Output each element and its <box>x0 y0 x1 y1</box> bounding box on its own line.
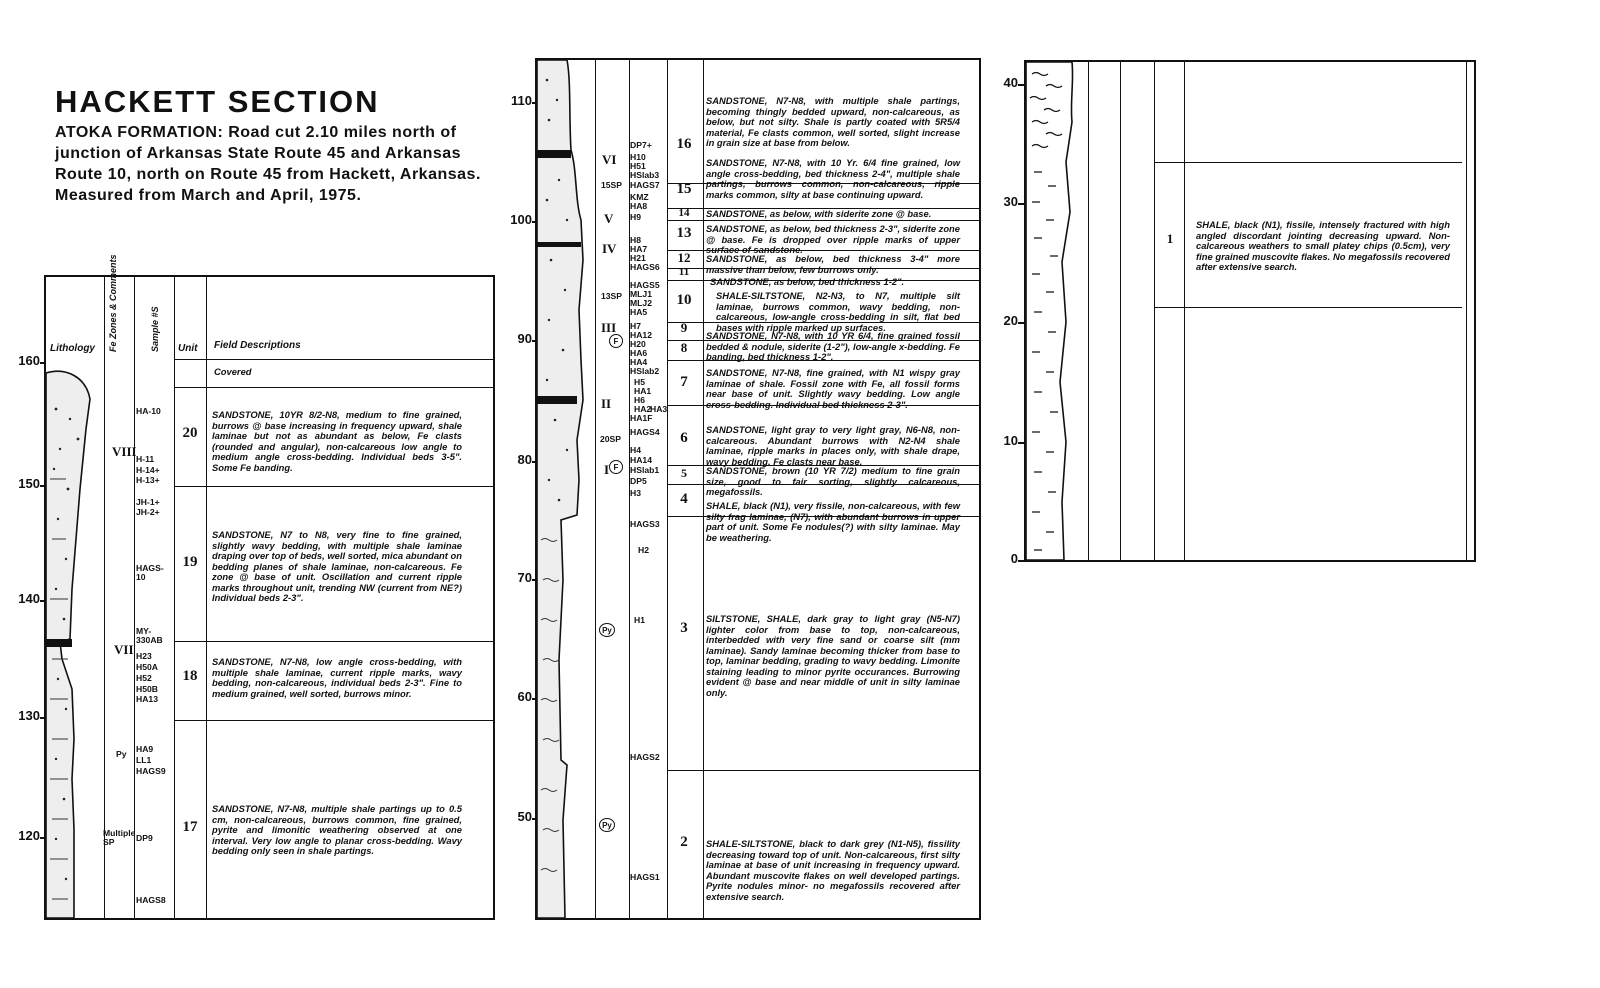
axis-label: 10 <box>1003 433 1018 448</box>
unit-number: 19 <box>182 554 198 570</box>
axis-label: 80 <box>517 452 532 467</box>
unit-description: SANDSTONE, N7 to N8, very fine to fine g… <box>212 529 462 603</box>
axis-label: 30 <box>1003 194 1018 209</box>
unit-number: 20 <box>182 425 198 441</box>
fossil-marker: F <box>609 460 623 474</box>
fe-zone-label: VIII <box>112 444 137 459</box>
unit-number: 18 <box>182 668 198 684</box>
axis-label: 90 <box>517 331 532 346</box>
axis-label: 150 <box>18 476 40 491</box>
axis-label: 20 <box>1003 313 1018 328</box>
axis-label: 120 <box>18 828 40 843</box>
header-unit: Unit <box>178 343 198 354</box>
comment-label: Multiple SP <box>103 828 136 847</box>
header-fe-zones: Fe Zones & Comments <box>108 254 118 352</box>
column-frame-3 <box>1024 60 1476 562</box>
axis-label: 50 <box>517 809 532 824</box>
axis-label: 100 <box>510 212 532 227</box>
fossil-marker: F <box>609 334 623 348</box>
axis-label: 0 <box>1010 551 1018 566</box>
section-title: HACKETT SECTION <box>55 84 380 119</box>
panel-2: 110 100 90 80 70 60 50 <box>500 0 990 988</box>
sp-mark: 20SP <box>600 434 622 444</box>
lithology-column-2 <box>537 60 584 918</box>
section-subtitle: ATOKA FORMATION: Road cut 2.10 miles nor… <box>55 124 481 204</box>
lithology-column-3 <box>1026 62 1074 560</box>
axis-label: 160 <box>18 353 40 368</box>
header-lithology: Lithology <box>50 343 95 354</box>
sp-mark: 13SP <box>601 291 623 301</box>
covered-label: Covered <box>214 366 252 377</box>
comment-label: Py <box>116 749 127 759</box>
fe-zone-label: VII <box>114 642 134 657</box>
pyrite-marker: Py <box>599 623 615 637</box>
lithology-column-1 <box>46 370 91 918</box>
unit-number: 1 <box>1166 231 1174 246</box>
column-frame-1 <box>44 275 495 920</box>
axis-label: 70 <box>517 570 532 585</box>
panel-3: 40 30 20 10 0 1 SHALE, black (N1), fissi… <box>990 0 1490 988</box>
unit-description: SANDSTONE, N7-N8, low angle cross-beddin… <box>212 656 462 699</box>
axis-label: 130 <box>18 708 40 723</box>
column-frame-2 <box>535 58 981 920</box>
unit-description: SHALE, black (N1), fissile, intensely fr… <box>1196 219 1450 272</box>
header-field-descriptions: Field Descriptions <box>214 340 301 351</box>
sp-mark: 15SP <box>601 180 623 190</box>
header-sample: Sample #S <box>150 306 160 352</box>
unit-number: 17 <box>182 819 198 835</box>
unit-description: SANDSTONE, N7-N8, multiple shale parting… <box>212 803 462 856</box>
axis-label: 110 <box>511 93 532 108</box>
axis-label: 40 <box>1003 75 1018 90</box>
axis-label: 140 <box>18 591 40 606</box>
axis-label: 60 <box>517 689 532 704</box>
unit-description: SANDSTONE, 10YR 8/2-N8, medium to fine g… <box>212 409 462 473</box>
pyrite-marker: Py <box>599 818 615 832</box>
panel-1: 160 150 140 130 120 Lithology Fe Zones &… <box>0 0 500 988</box>
